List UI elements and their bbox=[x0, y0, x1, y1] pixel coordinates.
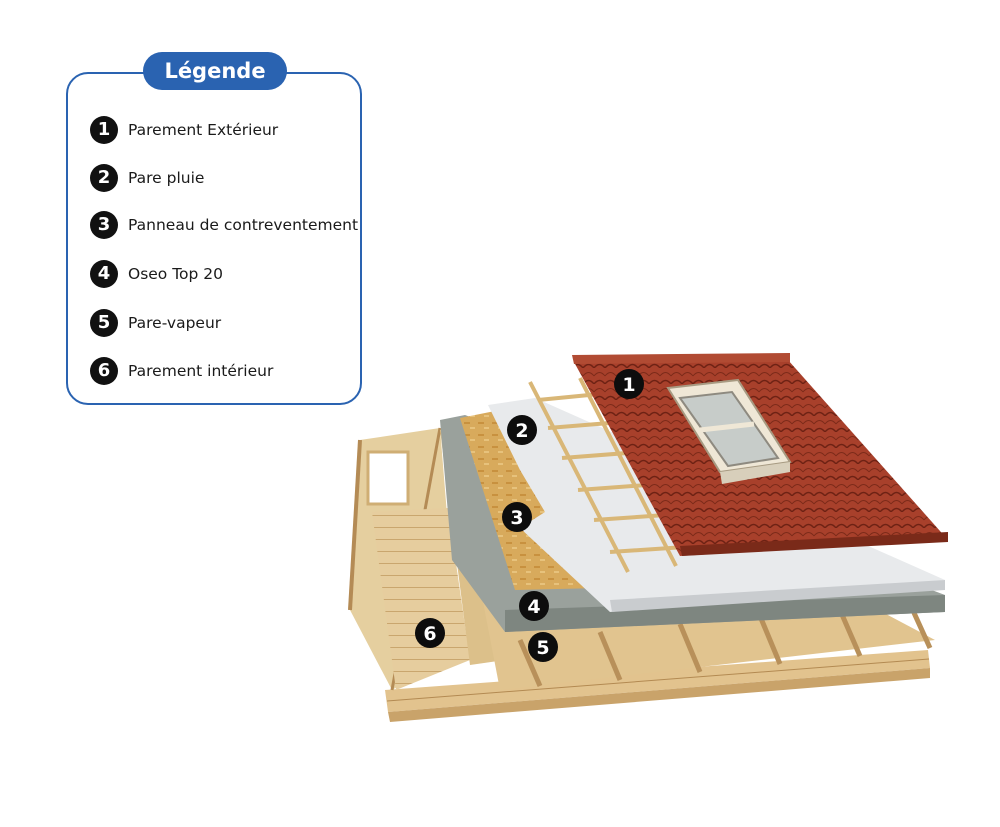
callout-3: 3 bbox=[502, 502, 532, 532]
callout-4: 4 bbox=[519, 591, 549, 621]
legend-number-badge: 3 bbox=[90, 211, 118, 239]
legend-item-insulation: 4 Oseo Top 20 bbox=[90, 260, 223, 288]
legend-number-badge: 4 bbox=[90, 260, 118, 288]
legend-label: Panneau de contreventement bbox=[128, 216, 359, 234]
legend-label: Pare-vapeur bbox=[128, 314, 222, 332]
legend-label: Parement Extérieur bbox=[128, 121, 279, 139]
callout-2: 2 bbox=[507, 415, 537, 445]
legend-label: Oseo Top 20 bbox=[128, 265, 224, 283]
legend-item-exterior-cladding: 1 Parement Extérieur bbox=[90, 116, 278, 144]
callout-1: 1 bbox=[614, 369, 644, 399]
svg-text:5: 5 bbox=[536, 637, 549, 659]
svg-text:4: 4 bbox=[527, 596, 540, 618]
legend-label: Parement intérieur bbox=[128, 362, 274, 380]
svg-text:3: 3 bbox=[510, 507, 523, 529]
legend-number-badge: 6 bbox=[90, 357, 118, 385]
svg-text:2: 2 bbox=[515, 420, 528, 442]
svg-text:1: 1 bbox=[622, 374, 635, 396]
legend-item-rain-barrier: 2 Pare pluie bbox=[90, 164, 204, 192]
legend-item-bracing-panel: 3 Panneau de contreventement bbox=[90, 211, 358, 239]
legend-number-badge: 5 bbox=[90, 309, 118, 337]
callout-6: 6 bbox=[415, 618, 445, 648]
callout-5: 5 bbox=[528, 632, 558, 662]
legend-number-badge: 1 bbox=[90, 116, 118, 144]
legend-item-vapor-barrier: 5 Pare-vapeur bbox=[90, 309, 221, 337]
roof-window bbox=[666, 378, 792, 484]
legend-item-interior-cladding: 6 Parement intérieur bbox=[90, 357, 273, 385]
legend-number-badge: 2 bbox=[90, 164, 118, 192]
legend-title: Légende bbox=[143, 52, 287, 90]
ceiling-boards bbox=[385, 650, 930, 722]
legend-label: Pare pluie bbox=[128, 169, 205, 187]
svg-text:6: 6 bbox=[423, 623, 436, 645]
